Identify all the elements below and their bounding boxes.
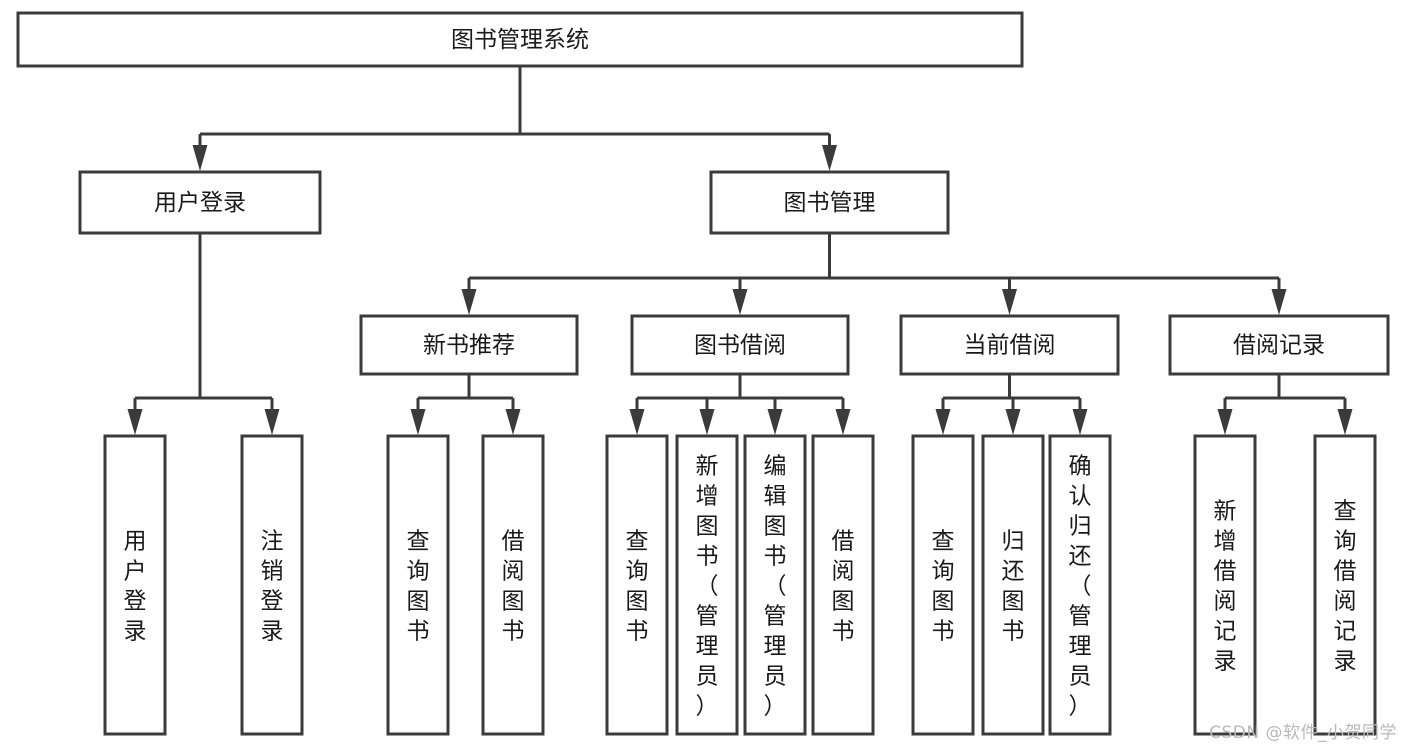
node-box-leaf-add-book[interactable] <box>675 434 739 736</box>
node-box-leaf-borrow-book-2[interactable] <box>811 434 875 736</box>
node-box-new-book-rec[interactable] <box>359 314 579 376</box>
node-box-leaf-add-record[interactable] <box>1193 434 1257 736</box>
node-leaf-confirm-return[interactable]: 确认归还（管理员） <box>1048 434 1112 736</box>
nodes-layer: 图书管理系统用户登录图书管理新书推荐图书借阅当前借阅借阅记录用户登录注销登录查询… <box>16 11 1390 736</box>
edge-group-user-login <box>127 233 280 435</box>
node-label-current-borrow: 当前借阅 <box>964 333 1056 359</box>
node-borrow-record[interactable]: 借阅记录 <box>1168 314 1390 376</box>
node-user-login[interactable]: 用户登录 <box>78 170 322 235</box>
node-new-book-rec[interactable]: 新书推荐 <box>359 314 579 376</box>
node-book-borrow[interactable]: 图书借阅 <box>630 314 850 376</box>
node-label-leaf-query-book-1: 查询图书 <box>407 528 430 644</box>
node-box-borrow-record[interactable] <box>1168 314 1390 376</box>
edge-group-root <box>192 66 837 171</box>
node-label-leaf-borrow-book-1: 借阅图书 <box>502 528 525 644</box>
node-label-leaf-edit-book: 编辑图书（管理员） <box>764 453 787 719</box>
node-leaf-borrow-book-2[interactable]: 借阅图书 <box>811 434 875 736</box>
node-leaf-query-book-2[interactable]: 查询图书 <box>605 434 669 736</box>
node-leaf-logout[interactable]: 注销登录 <box>240 434 304 736</box>
node-label-leaf-logout: 注销登录 <box>261 528 284 644</box>
node-box-book-manage[interactable] <box>709 170 950 235</box>
node-book-manage[interactable]: 图书管理 <box>709 170 950 235</box>
node-leaf-query-record[interactable]: 查询借阅记录 <box>1313 434 1377 736</box>
node-label-user-login: 用户登录 <box>154 190 246 216</box>
node-leaf-borrow-book-1[interactable]: 借阅图书 <box>481 434 545 736</box>
node-label-root: 图书管理系统 <box>451 27 589 53</box>
node-label-leaf-query-book-3: 查询图书 <box>932 528 955 644</box>
node-current-borrow[interactable]: 当前借阅 <box>899 314 1120 376</box>
edge-group-book-manage <box>461 233 1287 315</box>
node-box-leaf-user-login[interactable] <box>103 434 167 736</box>
node-label-new-book-rec: 新书推荐 <box>423 333 515 359</box>
edge-group-new-book-rec <box>410 374 521 435</box>
node-leaf-query-book-3[interactable]: 查询图书 <box>911 434 975 736</box>
node-label-leaf-return-book: 归还图书 <box>1002 528 1025 644</box>
node-box-current-borrow[interactable] <box>899 314 1120 376</box>
node-label-borrow-record: 借阅记录 <box>1233 333 1325 359</box>
edge-group-borrow-record <box>1217 374 1353 435</box>
node-leaf-query-book-1[interactable]: 查询图书 <box>386 434 450 736</box>
node-label-leaf-query-record: 查询借阅记录 <box>1334 498 1357 674</box>
node-box-leaf-return-book[interactable] <box>981 434 1045 736</box>
node-box-leaf-query-book-2[interactable] <box>605 434 669 736</box>
node-box-leaf-edit-book[interactable] <box>743 434 807 736</box>
node-box-leaf-query-record[interactable] <box>1313 434 1377 736</box>
edge-group-current-borrow <box>935 374 1088 435</box>
edge-group-book-borrow <box>629 374 851 435</box>
node-box-book-borrow[interactable] <box>630 314 850 376</box>
node-label-leaf-query-book-2: 查询图书 <box>626 528 649 644</box>
node-label-leaf-add-record: 新增借阅记录 <box>1214 498 1237 674</box>
node-leaf-add-record[interactable]: 新增借阅记录 <box>1193 434 1257 736</box>
node-root[interactable]: 图书管理系统 <box>16 11 1024 68</box>
node-label-leaf-borrow-book-2: 借阅图书 <box>832 528 855 644</box>
node-leaf-add-book[interactable]: 新增图书（管理员） <box>675 434 739 736</box>
node-box-root[interactable] <box>16 11 1024 68</box>
node-leaf-edit-book[interactable]: 编辑图书（管理员） <box>743 434 807 736</box>
node-box-leaf-query-book-1[interactable] <box>386 434 450 736</box>
node-leaf-user-login[interactable]: 用户登录 <box>103 434 167 736</box>
node-box-leaf-query-book-3[interactable] <box>911 434 975 736</box>
node-label-book-manage: 图书管理 <box>784 190 876 216</box>
node-box-leaf-logout[interactable] <box>240 434 304 736</box>
node-label-leaf-user-login: 用户登录 <box>124 528 147 644</box>
node-box-leaf-borrow-book-1[interactable] <box>481 434 545 736</box>
edges-layer <box>127 66 1353 435</box>
node-label-leaf-add-book: 新增图书（管理员） <box>696 453 719 719</box>
node-label-book-borrow: 图书借阅 <box>694 333 786 359</box>
node-label-leaf-confirm-return: 确认归还（管理员） <box>1069 453 1092 719</box>
node-box-user-login[interactable] <box>78 170 322 235</box>
node-leaf-return-book[interactable]: 归还图书 <box>981 434 1045 736</box>
node-box-leaf-confirm-return[interactable] <box>1048 434 1112 736</box>
